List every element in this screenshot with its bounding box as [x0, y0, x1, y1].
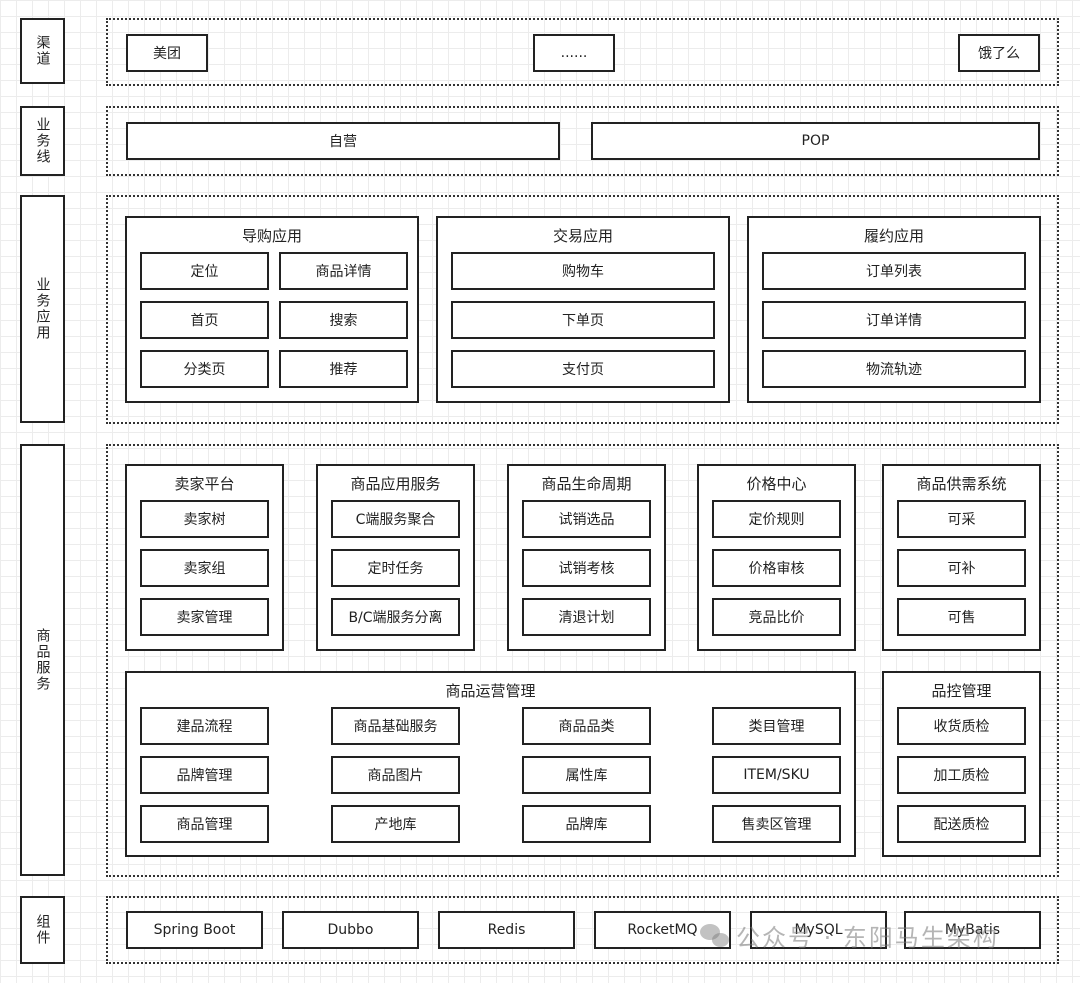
svc-attribute-library: 属性库 — [522, 756, 651, 794]
component-spring-boot: Spring Boot — [126, 911, 263, 949]
svc-receiving-inspection: 收货质检 — [897, 707, 1026, 745]
svc-product-management: 商品管理 — [140, 805, 269, 843]
component-mybatis: MyBatis — [904, 911, 1041, 949]
channel-layer — [106, 18, 1059, 86]
group-title: 商品生命周期 — [541, 475, 632, 493]
app-payment-page: 支付页 — [451, 350, 715, 388]
component-dubbo: Dubbo — [282, 911, 419, 949]
group-title: 交易应用 — [552, 227, 613, 245]
svc-trial-selection: 试销选品 — [522, 500, 651, 538]
svc-pricing-rules: 定价规则 — [712, 500, 841, 538]
app-order-detail: 订单详情 — [762, 301, 1026, 339]
watermark-text: 公众号 · 东阳马生架构 — [736, 924, 999, 952]
svc-product-category: 商品品类 — [522, 707, 651, 745]
svc-product-base-service: 商品基础服务 — [331, 707, 460, 745]
svc-price-review: 价格审核 — [712, 549, 841, 587]
app-order-page: 下单页 — [451, 301, 715, 339]
row-label-components: 组件 — [20, 896, 65, 964]
svc-sellable: 可售 — [897, 598, 1026, 636]
svc-purchasable: 可采 — [897, 500, 1026, 538]
svc-c-aggregation: C端服务聚合 — [331, 500, 460, 538]
row-label-business-app: 业务应用 — [20, 195, 65, 423]
channel-more: ...... — [533, 34, 615, 72]
svc-scheduled-task: 定时任务 — [331, 549, 460, 587]
group-title: 履约应用 — [863, 227, 924, 245]
business-line-pop: POP — [591, 122, 1040, 160]
app-logistics-track: 物流轨迹 — [762, 350, 1026, 388]
group-title: 价格中心 — [746, 475, 807, 493]
app-product-detail: 商品详情 — [279, 252, 408, 290]
product-service-layer — [106, 444, 1059, 877]
svc-item-sku: ITEM/SKU — [712, 756, 841, 794]
business-line-self-operated: 自营 — [126, 122, 560, 160]
component-mysql: MySQL — [750, 911, 887, 949]
group-title: 卖家平台 — [174, 475, 235, 493]
group-title: 商品运营管理 — [445, 682, 536, 700]
app-recommend: 推荐 — [279, 350, 408, 388]
group-title: 商品供需系统 — [916, 475, 1007, 493]
group-title: 导购应用 — [241, 227, 302, 245]
svc-clearance-plan: 清退计划 — [522, 598, 651, 636]
watermark: 公众号 · 东阳马生架构 — [700, 918, 999, 953]
component-redis: Redis — [438, 911, 575, 949]
svc-product-creation-flow: 建品流程 — [140, 707, 269, 745]
svc-processing-inspection: 加工质检 — [897, 756, 1026, 794]
components-layer — [106, 896, 1059, 964]
svc-delivery-inspection: 配送质检 — [897, 805, 1026, 843]
svc-seller-tree: 卖家树 — [140, 500, 269, 538]
business-app-layer — [106, 195, 1059, 424]
svc-origin-library: 产地库 — [331, 805, 460, 843]
svc-seller-group: 卖家组 — [140, 549, 269, 587]
app-cart: 购物车 — [451, 252, 715, 290]
svc-seller-management: 卖家管理 — [140, 598, 269, 636]
svc-bc-separation: B/C端服务分离 — [331, 598, 460, 636]
app-search: 搜索 — [279, 301, 408, 339]
group-title: 商品应用服务 — [350, 475, 441, 493]
svc-brand-library: 品牌库 — [522, 805, 651, 843]
svc-product-images: 商品图片 — [331, 756, 460, 794]
channel-eleme: 饿了么 — [958, 34, 1040, 72]
app-category-page: 分类页 — [140, 350, 269, 388]
svc-trial-assessment: 试销考核 — [522, 549, 651, 587]
svc-brand-management: 品牌管理 — [140, 756, 269, 794]
row-label-channel: 渠道 — [20, 18, 65, 84]
app-order-list: 订单列表 — [762, 252, 1026, 290]
svc-category-management: 类目管理 — [712, 707, 841, 745]
row-label-product-service: 商品服务 — [20, 444, 65, 876]
group-title: 品控管理 — [931, 682, 992, 700]
svc-competitor-price: 竞品比价 — [712, 598, 841, 636]
app-location: 定位 — [140, 252, 269, 290]
component-rocketmq: RocketMQ — [594, 911, 731, 949]
app-home: 首页 — [140, 301, 269, 339]
svc-sales-area-management: 售卖区管理 — [712, 805, 841, 843]
business-line-layer — [106, 106, 1059, 176]
wechat-icon — [700, 923, 730, 948]
svc-replenishable: 可补 — [897, 549, 1026, 587]
channel-meituan: 美团 — [126, 34, 208, 72]
row-label-business-line: 业务线 — [20, 106, 65, 176]
